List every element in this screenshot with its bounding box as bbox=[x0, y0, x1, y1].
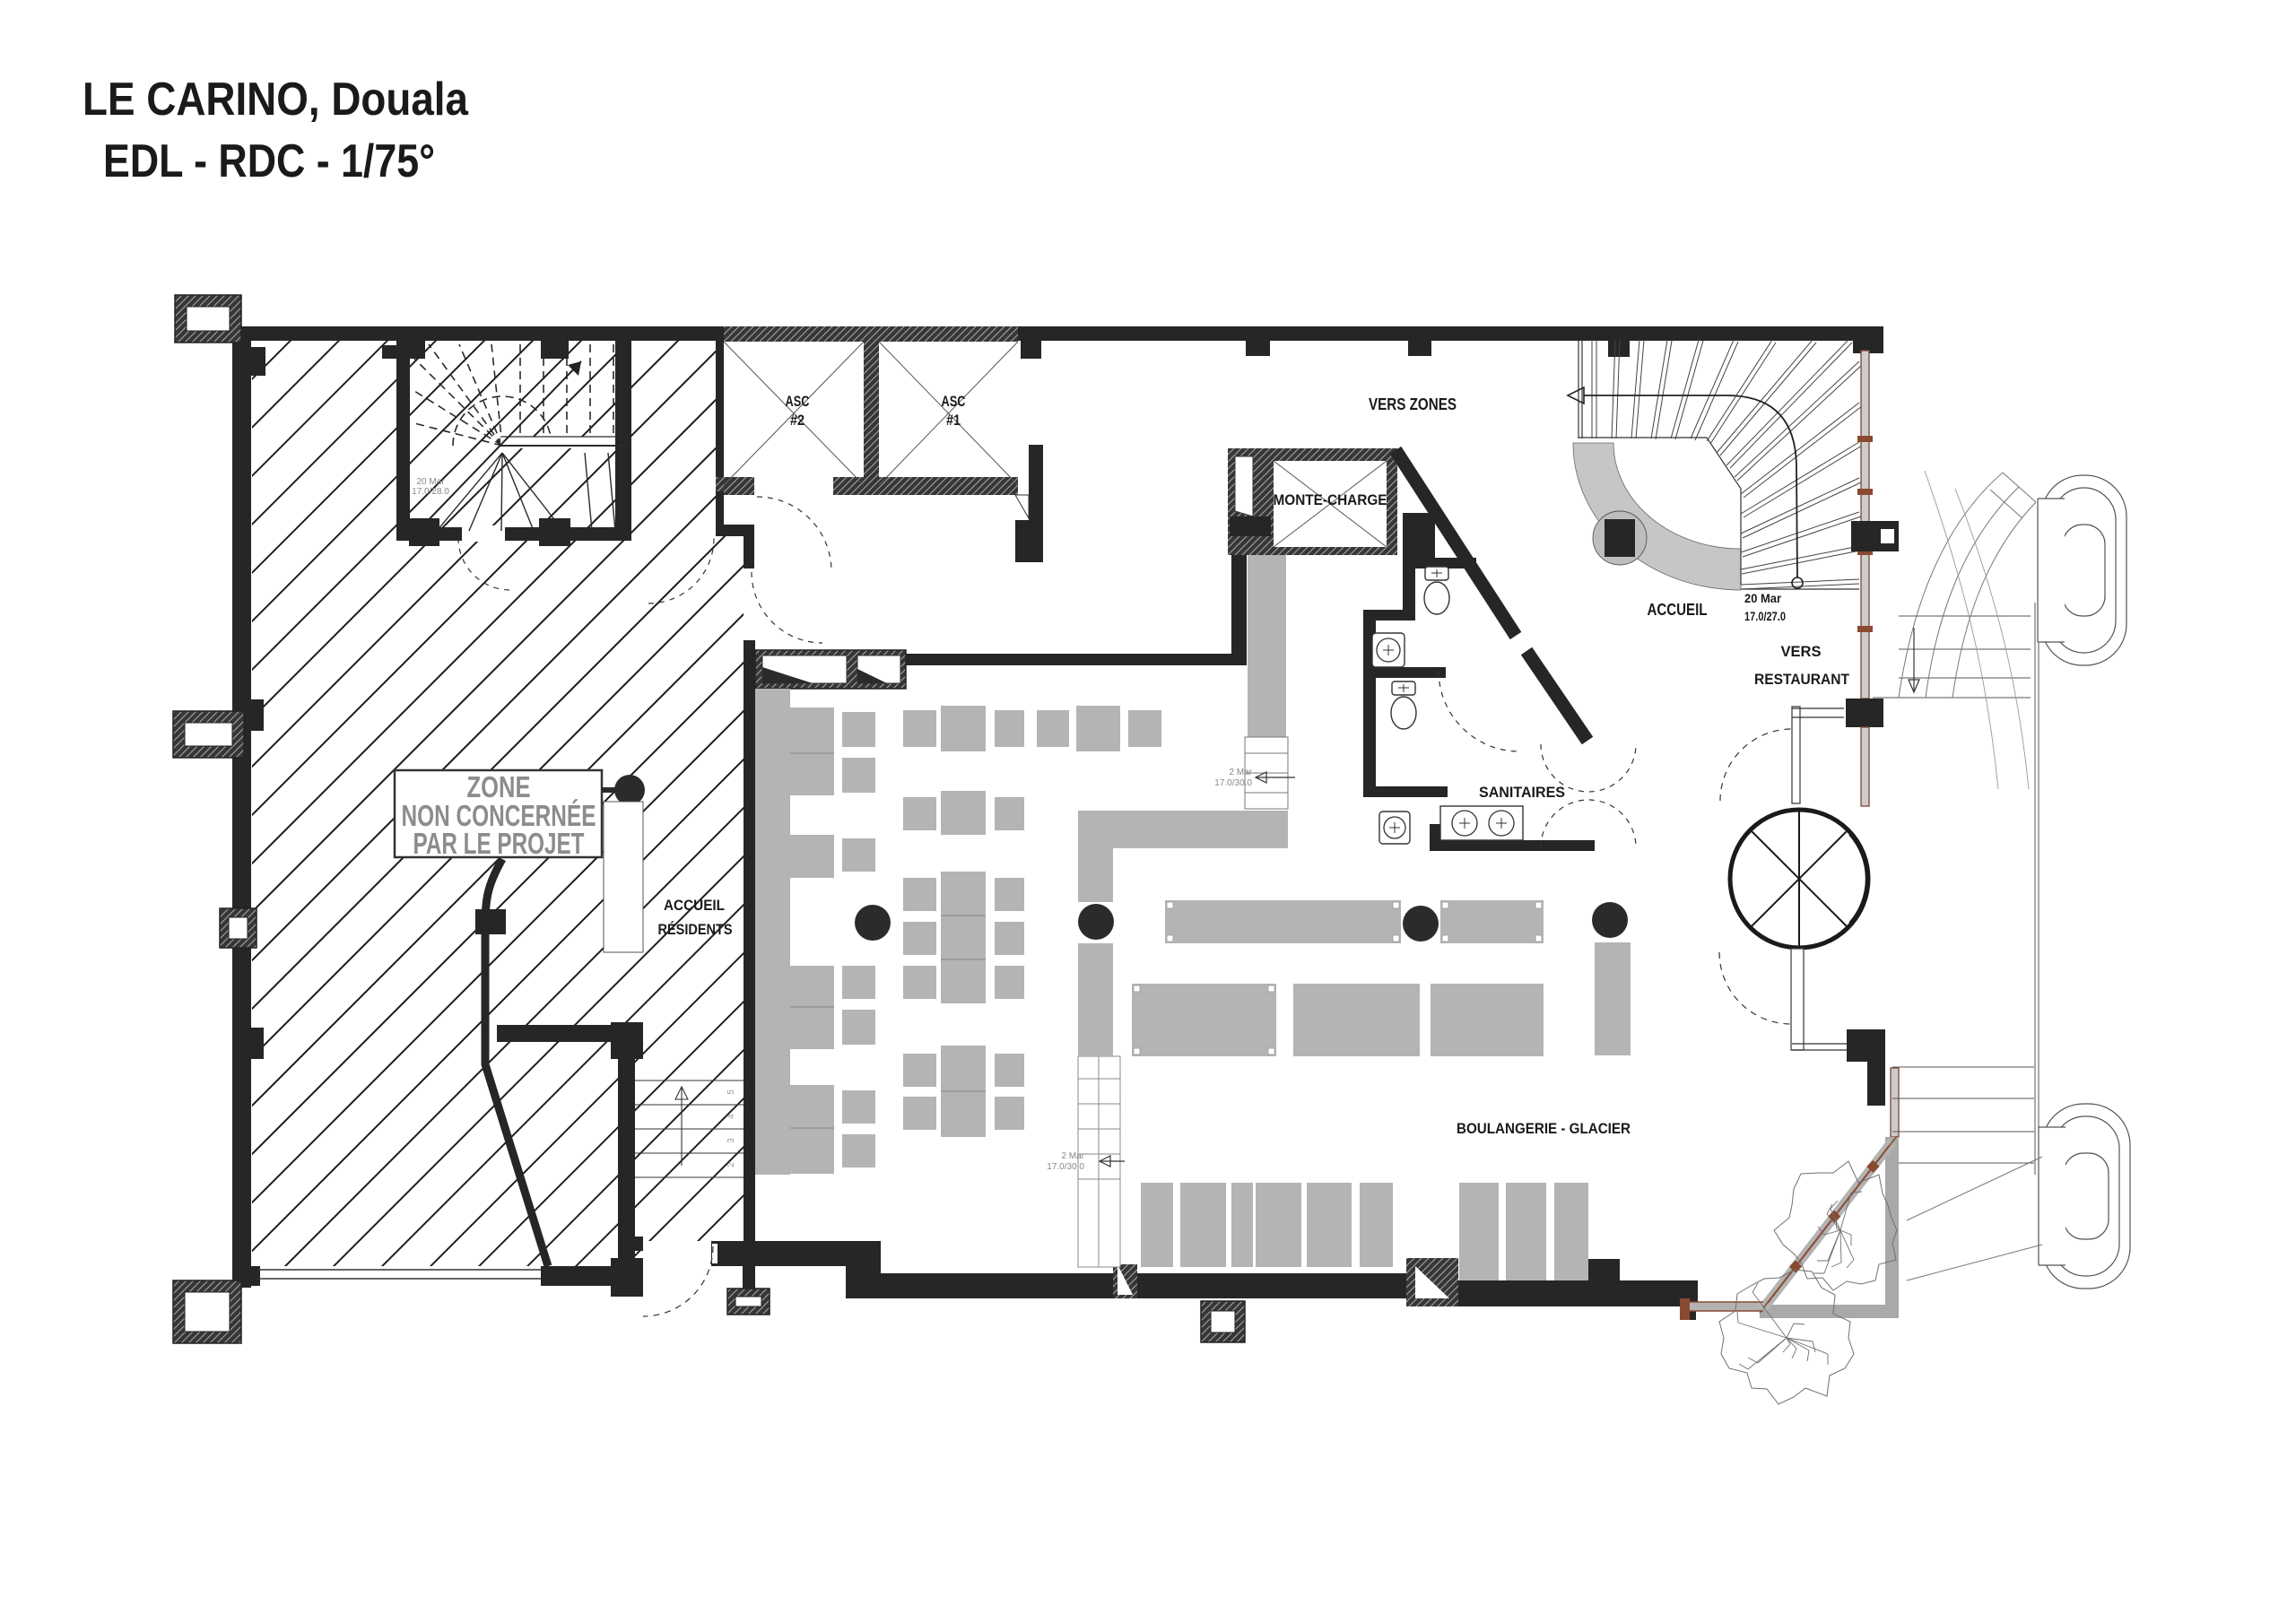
svg-text:ASC: ASC bbox=[942, 393, 966, 410]
svg-text:#1: #1 bbox=[946, 412, 961, 429]
svg-text:PAR LE PROJET: PAR LE PROJET bbox=[413, 827, 585, 860]
svg-text:VERS ZONES: VERS ZONES bbox=[1369, 395, 1457, 413]
svg-text:ACCUEIL: ACCUEIL bbox=[1648, 601, 1708, 619]
svg-text:20 Mar: 20 Mar bbox=[416, 477, 445, 487]
svg-text:17.0/28.0: 17.0/28.0 bbox=[412, 487, 449, 497]
svg-text:2: 2 bbox=[726, 1162, 736, 1167]
svg-text:SANITAIRES: SANITAIRES bbox=[1479, 784, 1565, 801]
svg-text:LE CARINO, Douala: LE CARINO, Douala bbox=[83, 74, 469, 126]
svg-text:20 Mar: 20 Mar bbox=[1744, 591, 1782, 605]
svg-text:ZONE: ZONE bbox=[467, 770, 531, 803]
svg-text:2 Mar: 2 Mar bbox=[1061, 1151, 1084, 1161]
svg-text:ACCUEIL: ACCUEIL bbox=[664, 897, 725, 914]
svg-text:NON CONCERNÉE: NON CONCERNÉE bbox=[402, 799, 596, 832]
svg-text:#2: #2 bbox=[790, 412, 804, 429]
svg-text:ASC: ASC bbox=[786, 393, 810, 410]
svg-text:RESTAURANT: RESTAURANT bbox=[1754, 671, 1850, 688]
svg-text:RÉSIDENTS: RÉSIDENTS bbox=[658, 921, 733, 938]
svg-text:17.0/27.0: 17.0/27.0 bbox=[1744, 609, 1786, 623]
svg-text:3: 3 bbox=[726, 1138, 736, 1143]
svg-text:17.0/30.0: 17.0/30.0 bbox=[1047, 1162, 1084, 1172]
svg-text:VERS: VERS bbox=[1781, 643, 1822, 660]
svg-text:EDL - RDC - 1/75°: EDL - RDC - 1/75° bbox=[103, 135, 435, 187]
svg-text:17.0/30.0: 17.0/30.0 bbox=[1214, 778, 1252, 788]
svg-text:4: 4 bbox=[726, 1114, 736, 1119]
svg-text:5: 5 bbox=[726, 1089, 736, 1095]
svg-text:2 Mar: 2 Mar bbox=[1229, 768, 1252, 777]
svg-text:MONTE-CHARGE: MONTE-CHARGE bbox=[1274, 491, 1387, 508]
svg-text:BOULANGERIE - GLACIER: BOULANGERIE - GLACIER bbox=[1457, 1120, 1631, 1137]
